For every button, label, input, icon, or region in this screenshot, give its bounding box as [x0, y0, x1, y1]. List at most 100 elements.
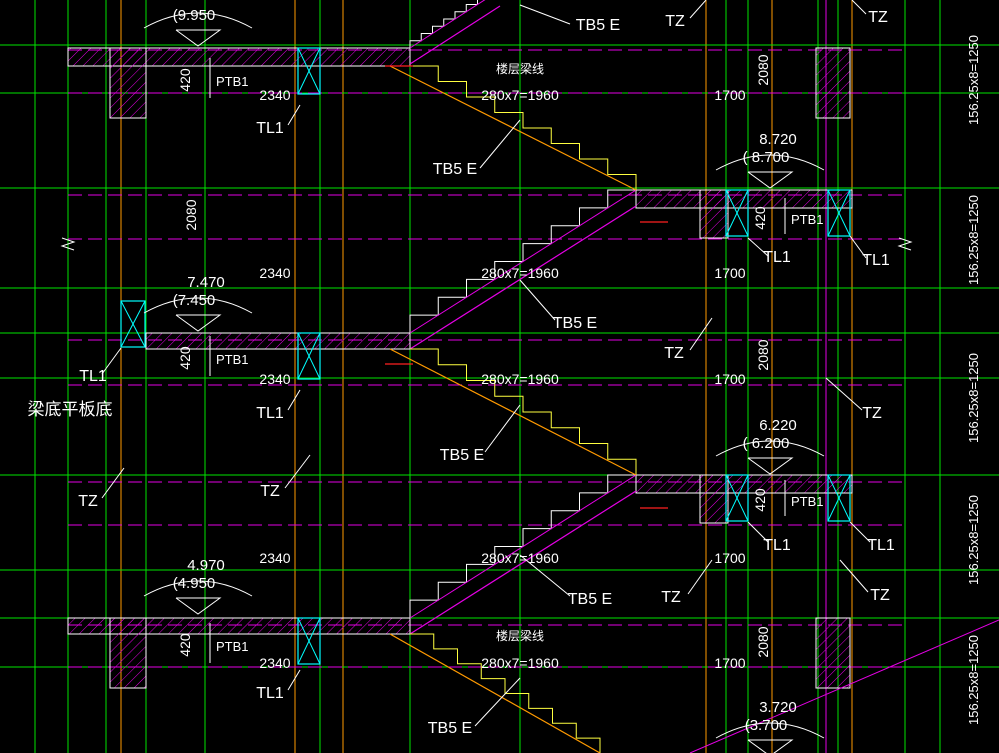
- label-tz-leader: [689, 0, 707, 19]
- dimension-stair-run: 280x7=1960: [481, 550, 559, 566]
- beam-tl1: [297, 617, 321, 665]
- label-tl1: TL1: [862, 252, 890, 269]
- dimension-1250: 156.25x8=1250: [966, 495, 981, 585]
- label-tl1-leader: [287, 669, 301, 691]
- label-tz-leader: [101, 467, 125, 499]
- elevation-bottom-label: (3.700: [745, 717, 788, 734]
- wall-section: [815, 617, 851, 689]
- dimension-2080: 2080: [755, 339, 771, 370]
- beam-tl1: [827, 189, 851, 237]
- elevation-mid-upper-arc: [715, 154, 825, 171]
- dimension-1250: 156.25x8=1250: [966, 353, 981, 443]
- dimension-slab-thickness: 420: [177, 68, 193, 92]
- elevation-top-label: (9.950: [173, 7, 216, 24]
- elevation-mid-lower-triangle: [747, 457, 794, 475]
- dimension-1700: 1700: [714, 655, 745, 671]
- beam-tl1: [297, 47, 321, 95]
- stair-slab-line: [409, 0, 486, 49]
- dimension-2340: 2340: [259, 87, 290, 103]
- beam-tl1: [725, 474, 749, 522]
- elevation-bottom-actual: 3.720: [759, 699, 797, 716]
- dimension-2080: 2080: [183, 199, 199, 230]
- label-tl1-leader: [747, 521, 769, 543]
- label-tb5e-leader: [519, 554, 571, 597]
- beam-tl1: [827, 189, 851, 237]
- dimension-2340: 2340: [259, 371, 290, 387]
- dimension-2340: 2340: [259, 265, 290, 281]
- dimension-2080: 2080: [755, 54, 771, 85]
- label-ptb1: PTB1: [791, 212, 824, 227]
- landing-slab: [67, 617, 411, 635]
- label-tz: TZ: [868, 9, 888, 26]
- elevation-left-low-actual: 4.970: [187, 557, 225, 574]
- label-tb5e-leader: [519, 4, 571, 25]
- dimension-2340: 2340: [259, 550, 290, 566]
- label-ptb1: PTB1: [791, 494, 824, 509]
- label-tb5e: TB5 E: [576, 17, 620, 34]
- stair-slab-line: [409, 474, 637, 619]
- beam-tl1: [297, 47, 321, 95]
- dimension-1700: 1700: [714, 265, 745, 281]
- label-tl1: TL1: [763, 249, 791, 266]
- wall-section: [109, 617, 147, 689]
- label-tl1: TL1: [763, 537, 791, 554]
- break-mark: [897, 237, 913, 251]
- label-tz-leader: [825, 377, 863, 411]
- beam-tl1: [297, 332, 321, 380]
- elevation-mid-upper-label: ( 8.700: [743, 149, 790, 166]
- label-tz: TZ: [260, 483, 280, 500]
- elevation-left-low-label: (4.950: [173, 575, 216, 592]
- break-mark: [60, 237, 76, 251]
- label-tl1: TL1: [867, 537, 895, 554]
- elevation-mid-lower-label: ( 6.200: [743, 435, 790, 452]
- beam-tl1: [120, 300, 146, 348]
- dimension-2080: 2080: [755, 626, 771, 657]
- wall-section: [699, 474, 729, 524]
- label-tb5e: TB5 E: [568, 591, 612, 608]
- beam-tl1: [725, 474, 749, 522]
- diagonal-line: [689, 619, 999, 753]
- label-tl1-leader: [849, 521, 871, 543]
- dimension-stair-run: 280x7=1960: [481, 655, 559, 671]
- wall-section: [699, 189, 729, 239]
- elevation-left-mid-triangle: [175, 314, 222, 332]
- stair-step: [410, 348, 637, 475]
- dimension-slab-thickness: 420: [752, 206, 768, 230]
- wall-section: [815, 47, 851, 119]
- beam-tl1: [297, 617, 321, 665]
- dimension-1700: 1700: [714, 550, 745, 566]
- elevation-mid-lower-actual: 6.220: [759, 417, 797, 434]
- landing-slab: [67, 47, 411, 67]
- dimension-slab-thickness: 420: [752, 488, 768, 512]
- label-tl1: TL1: [256, 405, 284, 422]
- dimension-stair-run: 280x7=1960: [481, 265, 559, 281]
- elevation-bottom-triangle: [747, 739, 794, 753]
- label-tb5e-leader: [474, 677, 521, 727]
- label-tz: TZ: [661, 589, 681, 606]
- label-tz-leader: [284, 454, 311, 489]
- label-tl1-leader: [101, 347, 122, 375]
- beam-tl1: [120, 300, 146, 348]
- stair-slope-line: [389, 633, 601, 753]
- label-floor-beam-line: 楼层梁线: [496, 628, 544, 643]
- beam-tl1: [827, 474, 851, 522]
- label-tb5e: TB5 E: [553, 315, 597, 332]
- elevation-top-arc: [143, 12, 253, 29]
- elevation-left-mid-actual: 7.470: [187, 274, 225, 291]
- label-tl1-leader: [287, 104, 301, 126]
- label-floor-beam-line: 楼层梁线: [496, 61, 544, 76]
- dimension-1250: 156.25x8=1250: [966, 635, 981, 725]
- label-tl1: TL1: [79, 368, 107, 385]
- stair-step: [410, 65, 637, 190]
- label-tb5e: TB5 E: [440, 447, 484, 464]
- landing-slab: [145, 332, 411, 350]
- label-tz-leader: [687, 559, 713, 595]
- label-tz: TZ: [665, 13, 685, 30]
- elevation-top-triangle: [175, 29, 222, 47]
- label-tl1-leader: [849, 235, 867, 259]
- dimension-slab-thickness: 420: [177, 633, 193, 657]
- beam-tl1: [827, 474, 851, 522]
- stair-slope-line: [389, 348, 637, 476]
- stair-slab-line: [409, 490, 637, 635]
